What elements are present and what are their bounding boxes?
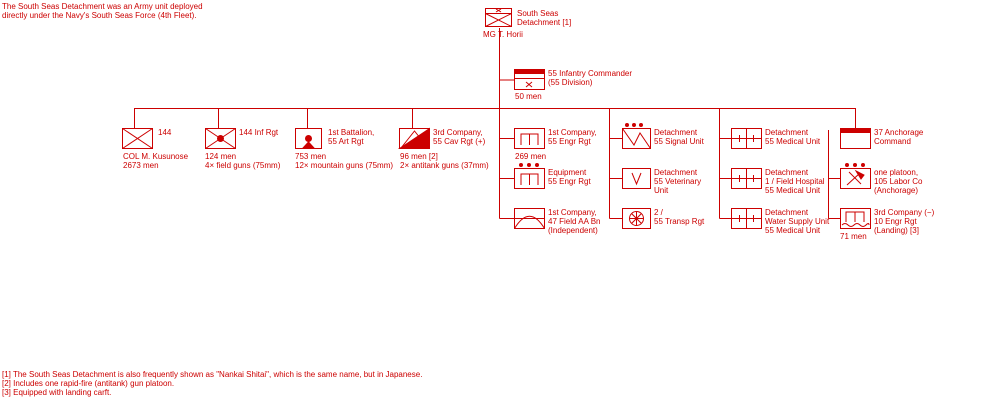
cavalry-antitank-icon (397, 127, 430, 149)
unit-details: COL M. Kusunose 2673 men (123, 152, 189, 170)
mountain-artillery-icon (295, 128, 322, 149)
unit-details: 124 men 4× field guns (75mm) (205, 152, 281, 170)
field-artillery-icon (205, 128, 236, 149)
labor-icon (840, 163, 871, 189)
anchorage-hq-icon (840, 128, 871, 149)
unit-details: 71 men (840, 232, 867, 241)
unit-details: 753 men 12× mountain guns (75mm) (295, 152, 394, 170)
hq-commander: MG T. Horii (483, 30, 523, 39)
unit-label: one platoon, 105 Labor Co (Anchorage) (874, 168, 923, 195)
transport-icon (622, 208, 651, 229)
unit-label: 37 Anchorage Command (874, 128, 924, 146)
anti-aircraft-icon (514, 208, 545, 229)
infantry-hq-band-icon (514, 69, 545, 90)
unit-label: 3rd Company (−) 10 Engr Rgt (Landing) [3… (874, 208, 935, 235)
unit-label: 1st Company, 55 Engr Rgt (548, 128, 597, 146)
unit-label: 1st Company, 47 Field AA Bn (Independent… (548, 208, 601, 235)
footnote: [3] Equipped with landing carft. (2, 388, 112, 397)
water-supply-icon (731, 208, 762, 229)
unit-label: Detachment 1 / Field Hospital 55 Medical… (765, 168, 825, 195)
field-hospital-icon (731, 168, 762, 189)
unit-label: Detachment 55 Medical Unit (765, 128, 821, 146)
unit-label: Detachment 55 Signal Unit (654, 128, 704, 146)
infantry-commander-strength: 50 men (515, 92, 542, 101)
infantry-commander-name: 55 Infantry Commander (55 Division) (548, 69, 633, 87)
footnote: [2] Includes one rapid-fire (antitank) g… (2, 379, 175, 388)
unit-label: Detachment 55 Veterinary Unit (654, 168, 702, 195)
unit-label: 1st Battalion, 55 Art Rgt (328, 128, 375, 146)
infantry-icon (122, 128, 153, 149)
unit-label: Detachment Water Supply Unit 55 Medical … (765, 208, 830, 235)
engineer-icon (514, 128, 545, 149)
landing-engineer-icon (840, 208, 871, 229)
signal-icon (622, 123, 651, 149)
unit-details: 269 men (515, 152, 547, 161)
engineer-equipment-icon (514, 163, 545, 189)
veterinary-icon (622, 168, 651, 189)
unit-label: 144 (158, 128, 172, 137)
unit-label: Equipment 55 Engr Rgt (548, 168, 591, 186)
infantry-hq-icon (485, 8, 512, 27)
unit-label: 2 / 55 Transp Rgt (654, 208, 705, 226)
intro-note: The South Seas Detachment was an Army un… (2, 2, 203, 20)
footnote: [1] The South Seas Detachment is also fr… (2, 370, 423, 379)
unit-label: 144 Inf Rgt (239, 128, 279, 137)
unit-details: 96 men [2] 2× antitank guns (37mm) (400, 152, 489, 170)
medical-icon (731, 128, 762, 149)
unit-label: 3rd Company, 55 Cav Rgt (+) (433, 128, 486, 146)
footnotes: [1] The South Seas Detachment is also fr… (2, 370, 422, 397)
hq-name: South Seas Detachment [1] (517, 9, 572, 27)
